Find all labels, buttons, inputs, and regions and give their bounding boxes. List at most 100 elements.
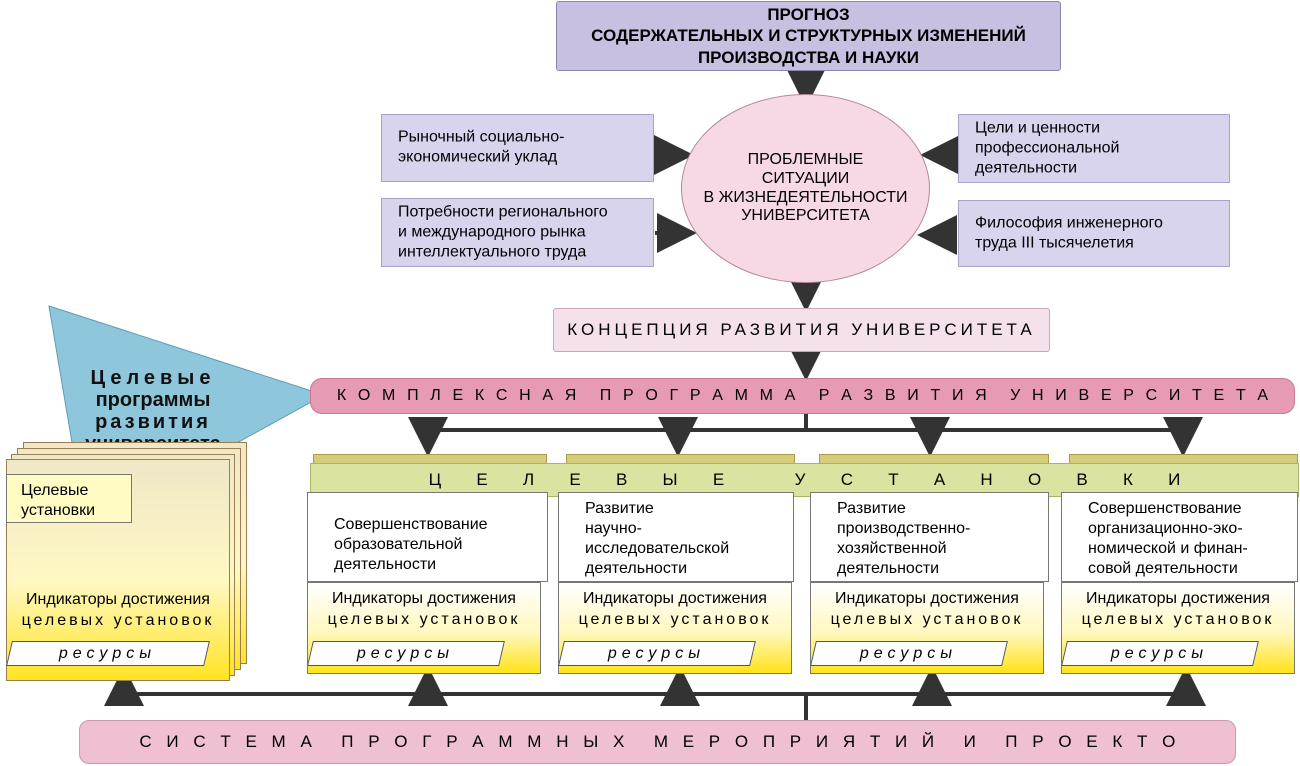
indicators-line-2: целевых установок bbox=[830, 610, 1024, 628]
goal-production-line-2: производственно- bbox=[837, 520, 971, 537]
factor-market-line-1: Рыночный социально- bbox=[398, 128, 565, 146]
system-letter: И bbox=[815, 732, 829, 751]
system-letter: Р bbox=[708, 732, 721, 751]
program-letter: Р bbox=[818, 387, 830, 404]
factor-values-line-1: Цели и ценности bbox=[975, 118, 1101, 136]
program-letter: В bbox=[884, 387, 896, 404]
system-letter: Е bbox=[1086, 732, 1098, 751]
system-letter: Т bbox=[869, 732, 881, 751]
system-letter: О bbox=[1162, 732, 1176, 751]
program-letter: Н bbox=[1031, 387, 1044, 404]
system-letter: Т bbox=[220, 732, 231, 751]
left-card-label-line-2: установки bbox=[21, 502, 96, 519]
resources-box: ресурсы bbox=[307, 641, 505, 666]
program-letter: Г bbox=[669, 387, 679, 404]
system-letter: Я bbox=[842, 732, 856, 751]
system-letter: М bbox=[498, 732, 513, 751]
targets-letter: Л bbox=[523, 470, 535, 489]
forecast-line-3: ПРОИЗВОДСТВА И НАУКИ bbox=[697, 47, 920, 67]
forecast-line-2: СОДЕРЖАТЕЛЬНЫХ И СТРУКТУРНЫХ ИЗМЕНЕНИЙ bbox=[591, 26, 1026, 46]
system-letter: М bbox=[527, 732, 542, 751]
indicators-line-2: целевых установок bbox=[578, 610, 772, 628]
indicators-line-1: Индикаторы достижения bbox=[1086, 590, 1270, 607]
forecast-box: ПРОГНОЗ СОДЕРЖАТЕЛЬНЫХ И СТРУКТУРНЫХ ИЗМ… bbox=[556, 1, 1061, 71]
program-letter: Т bbox=[930, 387, 941, 404]
factor-regional-needs: Потребности регионального и международно… bbox=[381, 198, 654, 267]
resources-label: ресурсы bbox=[608, 644, 706, 662]
targets-letter: С bbox=[840, 470, 853, 489]
program-letter: И bbox=[1055, 387, 1067, 404]
system-letter: П bbox=[341, 732, 354, 751]
system-letter: Е bbox=[682, 732, 695, 751]
goal-card-research-bottom: Индикаторы достижения целевых установок … bbox=[558, 582, 792, 674]
targets-letter: И bbox=[1168, 470, 1181, 489]
system-letter: И bbox=[166, 732, 179, 751]
system-letter: Г bbox=[422, 732, 432, 751]
system-letter: С bbox=[139, 732, 152, 751]
indicators-line-2: целевых установок bbox=[1081, 610, 1275, 628]
left-card-resources: ресурсы bbox=[6, 641, 210, 666]
factor-values-line-2: профессиональной bbox=[975, 139, 1120, 157]
goal-card-production-bottom: Индикаторы достижения целевых установок … bbox=[810, 582, 1044, 674]
program-letter: П bbox=[407, 387, 419, 404]
factor-philosophy-line-1: Философия инженерного bbox=[975, 214, 1163, 232]
system-letters: С И С Т Е М А П Р О Г Р А М М Н Ы Х М Е … bbox=[132, 732, 1183, 752]
left-card-label-line-1: Целевые bbox=[21, 482, 89, 499]
system-letter: А bbox=[300, 732, 312, 751]
targets-letter: В bbox=[615, 470, 628, 489]
system-letter: Х bbox=[613, 732, 625, 751]
goal-economic-line-4: совой деятельности bbox=[1088, 560, 1238, 577]
system-letter: Е bbox=[245, 732, 257, 751]
system-letter: Н bbox=[556, 732, 569, 751]
program-letter: А bbox=[841, 387, 852, 404]
system-letter: М bbox=[271, 732, 286, 751]
system-letter: Р bbox=[789, 732, 802, 751]
goal-economic-line-2: организационно-эко- bbox=[1088, 520, 1243, 537]
goal-card-research-top: Развитие научно- исследовательской деяте… bbox=[558, 492, 794, 582]
resources-box: ресурсы bbox=[810, 641, 1008, 666]
factor-values-line-3: деятельности bbox=[975, 159, 1078, 177]
program-letter: М bbox=[734, 387, 748, 404]
program-letter: Т bbox=[1192, 387, 1202, 404]
system-letter: М bbox=[653, 732, 668, 751]
goal-research-line-3: исследовательской bbox=[585, 540, 730, 557]
factor-regional-line-1: Потребности регионального bbox=[398, 202, 608, 220]
system-letter: Ы bbox=[583, 732, 599, 751]
targets-letter: Т bbox=[888, 470, 899, 489]
program-letter: Я bbox=[975, 387, 987, 404]
comprehensive-program-letters: К О М П Л Е К С Н А Я П Р О Г Р А М М А … bbox=[331, 387, 1274, 405]
goal-economic-line-3: номической и финан- bbox=[1088, 540, 1248, 557]
goal-card-economic-top: Совершенствование организационно-эко- но… bbox=[1061, 492, 1298, 582]
problem-situations-ellipse: ПРОБЛЕМНЫЕ СИТУАЦИИ В ЖИЗНЕДЕЯТЕЛЬНОСТИ … bbox=[681, 94, 930, 283]
program-letter: Л bbox=[430, 387, 441, 404]
left-card-resources-label: ресурсы bbox=[59, 644, 157, 662]
target-programs-line-3: развития bbox=[95, 411, 211, 433]
program-letter: А bbox=[712, 387, 723, 404]
system-letter: Т bbox=[1137, 732, 1148, 751]
system-letter: О bbox=[394, 732, 408, 751]
system-letter: А bbox=[472, 732, 484, 751]
targets-letter: Е bbox=[712, 470, 725, 489]
target-programs-line-1: Целевые bbox=[90, 367, 216, 389]
factor-professional-values: Цели и ценности профессиональной деятель… bbox=[958, 114, 1230, 183]
development-concept-box: КОНЦЕПЦИЯ РАЗВИТИЯ УНИВЕРСИТЕТА bbox=[553, 308, 1050, 352]
goal-education-line-3: деятельности bbox=[334, 556, 437, 573]
indicators-line-1: Индикаторы достижения bbox=[835, 590, 1019, 607]
program-letter: Е bbox=[1100, 387, 1112, 404]
factor-philosophy-line-2: труда III тысячелетия bbox=[975, 234, 1134, 252]
system-letter: Р bbox=[1032, 732, 1044, 751]
goal-card-education-top: Совершенствование образовательной деятел… bbox=[307, 492, 548, 582]
system-letter: К bbox=[1112, 732, 1123, 751]
goal-production-line-3: хозяйственной bbox=[837, 540, 947, 557]
program-letter: З bbox=[863, 387, 874, 404]
system-letter: П bbox=[1005, 732, 1018, 751]
program-letter: И bbox=[1168, 387, 1181, 404]
targets-letter: У bbox=[794, 470, 806, 489]
resources-label: ресурсы bbox=[357, 644, 455, 662]
factor-engineering-philosophy: Философия инженерного труда III тысячеле… bbox=[958, 200, 1230, 267]
system-letter: Й bbox=[921, 732, 935, 751]
resources-box: ресурсы bbox=[1061, 641, 1259, 666]
factor-market-economic: Рыночный социально- экономический уклад bbox=[381, 114, 654, 182]
program-letter: М bbox=[382, 387, 396, 404]
system-letter: Р bbox=[446, 732, 458, 751]
